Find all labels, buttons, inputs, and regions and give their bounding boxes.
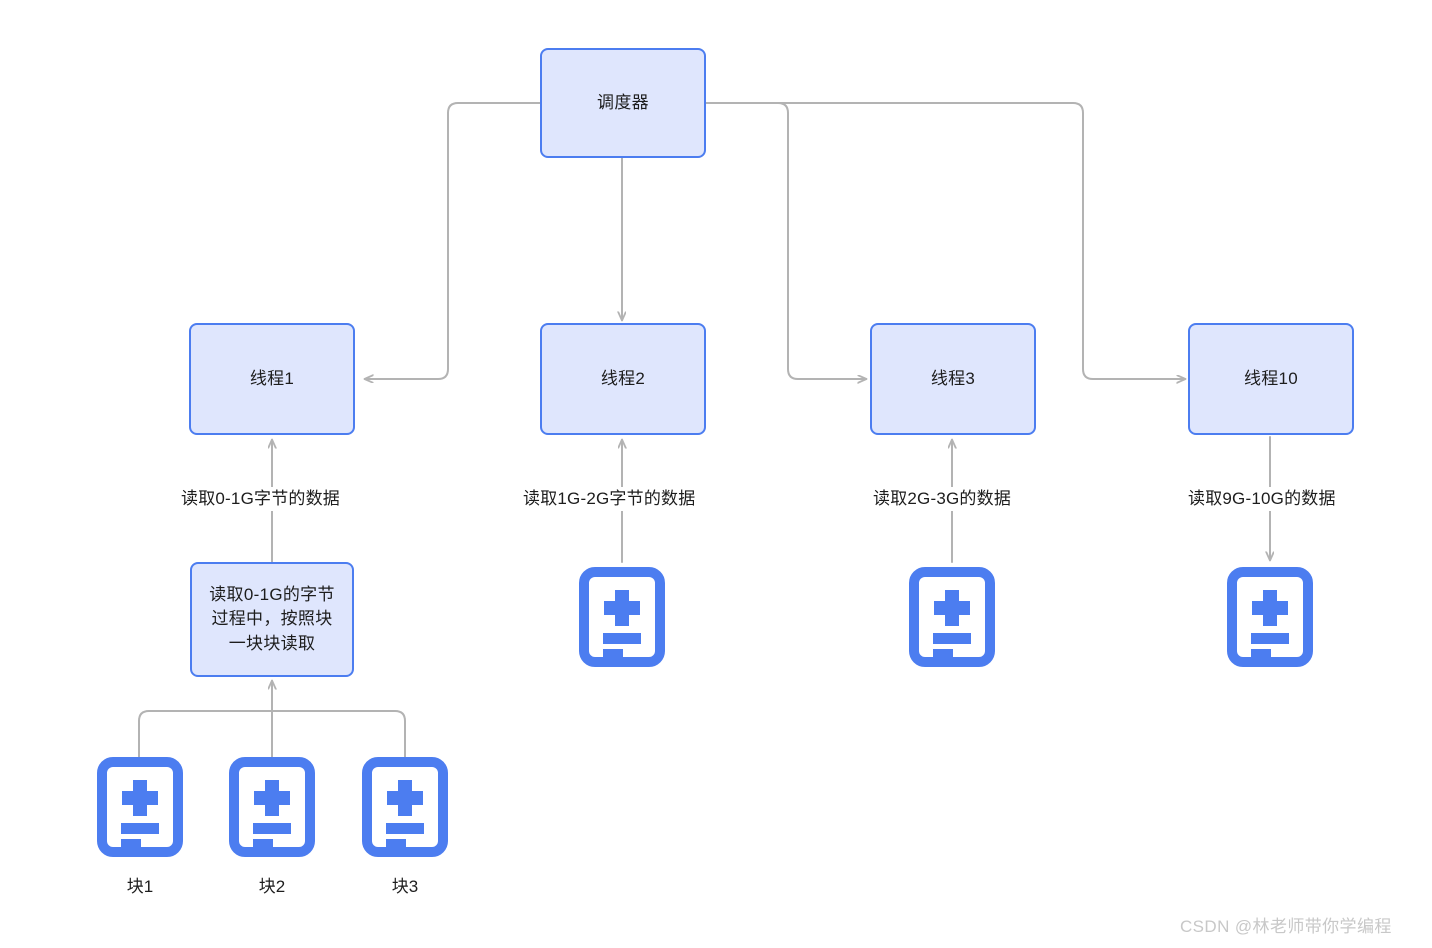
- csdn-watermark: CSDN @林老师带你学编程: [1180, 912, 1392, 937]
- node-thread10[interactable]: 线程10: [1188, 323, 1354, 435]
- file-icon-thread10[interactable]: [1227, 567, 1313, 667]
- file-glyph: [579, 567, 665, 667]
- node-scheduler[interactable]: 调度器: [540, 48, 706, 158]
- node-thread2-label: 线程2: [600, 368, 646, 388]
- file-glyph: [1227, 567, 1313, 667]
- block-caption-1: 块1: [97, 872, 183, 897]
- block-caption-3: 块3: [362, 872, 448, 897]
- node-thread1-label: 线程1: [249, 368, 295, 388]
- node-chunk-note-label: 读取0-1G的字节 过程中，按照块 一块块读取: [209, 584, 335, 653]
- block-caption-3-text: 块3: [391, 877, 419, 896]
- node-thread3-label: 线程3: [930, 368, 976, 388]
- node-thread3[interactable]: 线程3: [870, 323, 1036, 435]
- file-icon-thread2[interactable]: [579, 567, 665, 667]
- edge-label-thread1: 读取0-1G字节的数据: [177, 487, 344, 512]
- edge-label-thread2-text: 读取1G-2G字节的数据: [523, 489, 696, 508]
- wire-scheduler-to-thread3: [705, 102, 866, 379]
- node-scheduler-label: 调度器: [597, 92, 649, 112]
- file-glyph: [97, 757, 183, 857]
- block-caption-2-text: 块2: [258, 877, 286, 896]
- edge-label-thread10: 读取9G-10G的数据: [1184, 487, 1340, 512]
- edge-label-thread10-text: 读取9G-10G的数据: [1188, 489, 1336, 508]
- block-icon-3[interactable]: [362, 757, 448, 857]
- block-caption-1-text: 块1: [126, 877, 154, 896]
- wire-scheduler-to-thread1: [365, 102, 541, 379]
- wire-blocks-bracket: [138, 710, 406, 758]
- node-thread10-label: 线程10: [1243, 368, 1299, 388]
- block-caption-2: 块2: [229, 872, 315, 897]
- file-glyph: [362, 757, 448, 857]
- file-glyph: [909, 567, 995, 667]
- file-glyph: [229, 757, 315, 857]
- edge-label-thread1-text: 读取0-1G字节的数据: [181, 489, 340, 508]
- csdn-watermark-text: CSDN @林老师带你学编程: [1180, 917, 1392, 936]
- block-icon-1[interactable]: [97, 757, 183, 857]
- block-icon-2[interactable]: [229, 757, 315, 857]
- edge-label-thread2: 读取1G-2G字节的数据: [519, 487, 700, 512]
- edge-label-thread3: 读取2G-3G的数据: [869, 487, 1016, 512]
- node-thread2[interactable]: 线程2: [540, 323, 706, 435]
- file-icon-thread3[interactable]: [909, 567, 995, 667]
- node-chunk-note[interactable]: 读取0-1G的字节 过程中，按照块 一块块读取: [190, 562, 354, 677]
- node-thread1[interactable]: 线程1: [189, 323, 355, 435]
- edge-label-thread3-text: 读取2G-3G的数据: [873, 489, 1012, 508]
